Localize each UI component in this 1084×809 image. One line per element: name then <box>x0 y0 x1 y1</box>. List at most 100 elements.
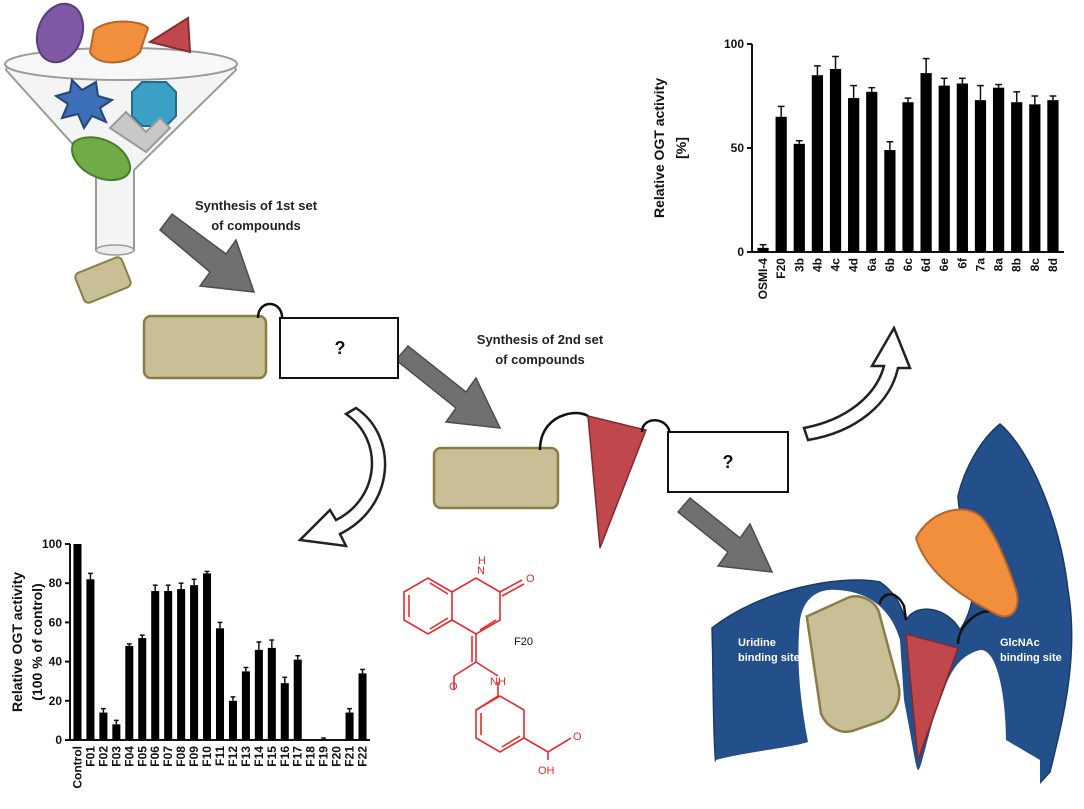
tan-fragment-3 <box>805 595 901 733</box>
bar-6f <box>956 83 968 253</box>
x-tick-label: OSMI-4 <box>756 258 770 300</box>
synthesis1-label-line2: of compounds <box>211 218 301 233</box>
bar-F06 <box>151 591 160 740</box>
bar-3b <box>793 143 805 252</box>
chem-nh-amide: NH <box>490 676 506 688</box>
x-tick-label: Control <box>70 746 84 789</box>
x-tick-label: 4c <box>829 258 843 272</box>
x-tick-label: 8c <box>1028 258 1042 272</box>
bar-4d <box>848 98 860 252</box>
y-axis-label: [%] <box>673 137 689 159</box>
bar-F09 <box>190 585 199 740</box>
glcnac-label-line1: GlcNAc <box>1000 637 1040 649</box>
y-axis-label: (100 % of control) <box>29 583 45 700</box>
linker-2b <box>640 419 672 435</box>
blue-star-shape <box>53 77 115 131</box>
x-tick-label: F21 <box>343 746 357 767</box>
bar-Control <box>73 544 82 740</box>
x-tick-label: 6e <box>937 258 951 272</box>
x-tick-label: F06 <box>148 746 162 767</box>
glcnac-label-line2: binding site <box>1000 652 1062 664</box>
linker-1 <box>256 302 284 321</box>
bar-F05 <box>138 638 147 740</box>
x-tick-label: F08 <box>174 746 188 767</box>
x-tick-label: F16 <box>278 746 292 767</box>
bar-6a <box>866 91 878 252</box>
bar-4b <box>811 75 824 252</box>
tan-fragment-small <box>74 256 132 304</box>
gray-arrow-3 <box>676 496 774 573</box>
bar-6b <box>884 150 896 252</box>
bar-F12 <box>228 700 237 740</box>
bar-F15 <box>267 647 276 740</box>
chem-h-top: H <box>478 555 486 567</box>
x-tick-label: 6f <box>955 257 969 269</box>
chem-o-top: O <box>526 573 535 585</box>
x-tick-label: F01 <box>83 746 97 767</box>
linker-3b <box>956 610 991 645</box>
bar-F02 <box>99 712 108 740</box>
x-tick-label: 6a <box>865 258 879 272</box>
y-tick-label: 60 <box>49 615 63 629</box>
gray-arrow-2 <box>394 344 502 429</box>
bar-F10 <box>203 573 212 740</box>
x-tick-label: 3b <box>792 258 806 272</box>
linker-3a <box>878 593 908 621</box>
bar-F17 <box>293 659 302 740</box>
linker-2a <box>538 411 592 451</box>
unknown-box-2 <box>667 431 789 493</box>
synthesis2-label-line2: of compounds <box>495 352 585 367</box>
bar-OSMI-4 <box>757 247 769 252</box>
x-tick-label: F05 <box>135 746 149 767</box>
x-tick-label: 4b <box>810 258 824 272</box>
x-tick-label: F18 <box>304 746 318 767</box>
bar-F07 <box>164 591 173 740</box>
purple-ellipse-shape <box>35 2 85 64</box>
orange-fragment <box>914 508 1019 618</box>
tan-fragment-2 <box>432 446 560 510</box>
x-tick-label: F22 <box>356 746 370 767</box>
funnel-spout <box>95 244 135 256</box>
red-triangle-fragment <box>587 415 648 549</box>
ppi-label: PPi binding site <box>890 777 973 789</box>
x-tick-label: F04 <box>122 746 136 767</box>
y-axis-label: Relative OGT activity <box>651 78 667 218</box>
y-tick-label: 20 <box>49 694 63 708</box>
tan-fragment-1 <box>142 314 268 380</box>
y-tick-label: 100 <box>724 37 744 51</box>
compound-name-label: F20 <box>514 636 533 648</box>
bar-F16 <box>280 683 289 740</box>
bar-F13 <box>241 671 250 740</box>
question-mark-2: ? <box>723 452 734 472</box>
uridine-label-line2: binding site <box>738 652 800 664</box>
chem-nh-top: N <box>477 565 485 577</box>
bar-8c <box>1029 104 1041 252</box>
x-tick-label: 6d <box>919 258 933 272</box>
chem-o-amide: O <box>449 681 458 693</box>
bar-F04 <box>125 645 134 740</box>
y-tick-label: 0 <box>55 733 62 747</box>
white-curved-arrow-down <box>297 406 387 548</box>
bar-F03 <box>112 724 121 740</box>
x-tick-label: 8a <box>992 258 1006 272</box>
x-tick-label: 8d <box>1046 258 1060 272</box>
x-tick-label: F15 <box>265 746 279 767</box>
unknown-box-1 <box>279 317 399 379</box>
x-tick-label: F14 <box>252 746 266 767</box>
bar-8a <box>992 87 1005 253</box>
uridine-label-line1: Uridine <box>738 637 776 649</box>
y-tick-label: 50 <box>731 141 745 155</box>
x-tick-label: F17 <box>291 746 305 767</box>
x-tick-label: F11 <box>213 746 227 766</box>
synthesis1-label-line1: Synthesis of 1st set <box>195 198 318 213</box>
green-drop-shape <box>71 136 132 182</box>
x-tick-label: 6b <box>883 258 897 272</box>
bar-4c <box>829 68 842 253</box>
bar-7a <box>974 100 987 252</box>
bar-6e <box>938 85 950 252</box>
teal-octagon-shape <box>131 81 177 127</box>
x-tick-label: F20 <box>774 258 788 279</box>
